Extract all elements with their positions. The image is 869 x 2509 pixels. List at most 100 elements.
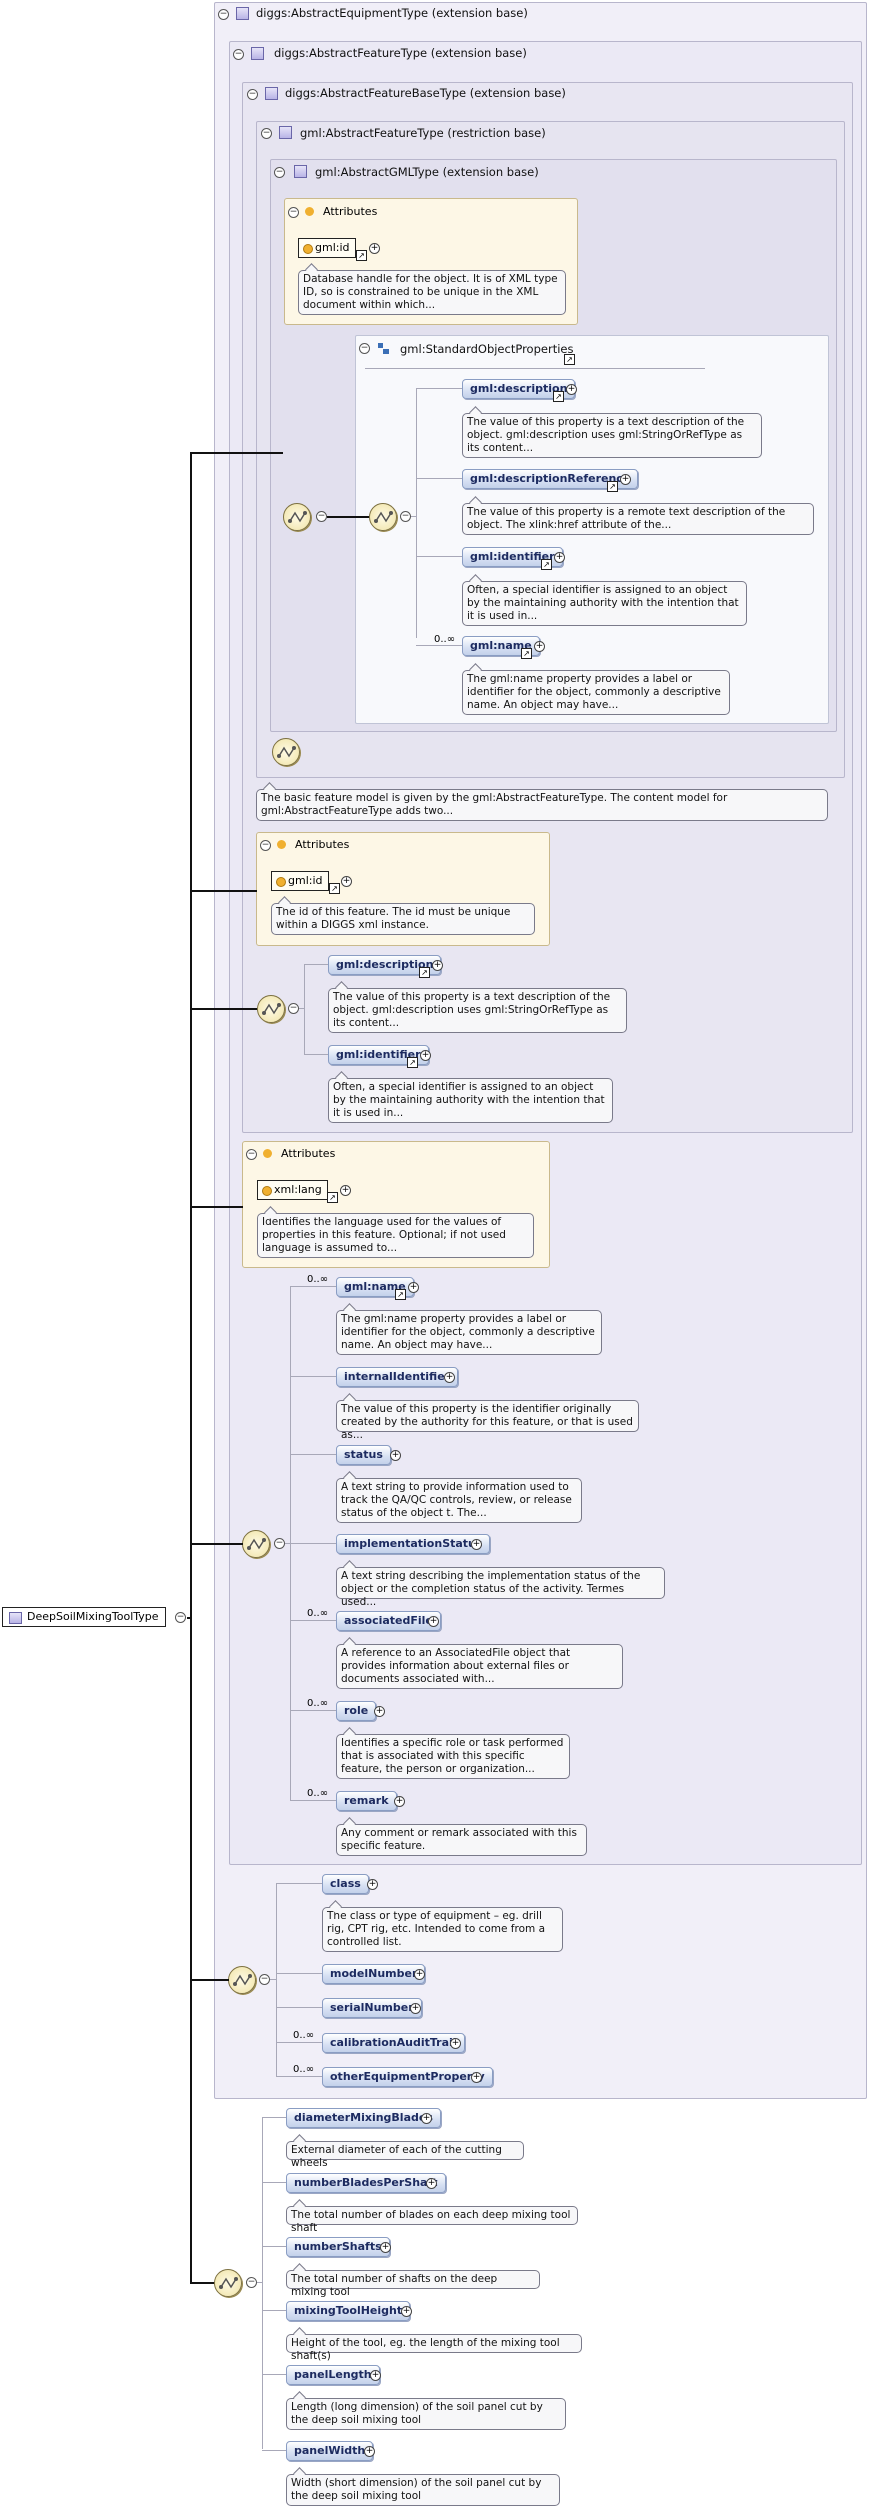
connector [262, 2450, 286, 2451]
expand-icon[interactable]: + [426, 2178, 437, 2189]
connector [187, 1617, 192, 1619]
element-modelnumber[interactable]: modelNumber [322, 1964, 426, 1984]
element-numberbladespershaft[interactable]: numberBladesPerShaft [286, 2173, 446, 2193]
expand-icon[interactable]: + [369, 243, 380, 254]
expand-icon[interactable]: + [408, 1282, 419, 1293]
collapse-toggle[interactable]: − [246, 2277, 257, 2288]
connector [262, 2374, 286, 2375]
element-gml-descriptionreference[interactable]: gml:descriptionReference [462, 469, 639, 489]
collapse-toggle[interactable]: − [259, 1974, 270, 1985]
annotation: The gml:name property provides a label o… [462, 670, 730, 715]
sequence-compositor-icon[interactable] [214, 2269, 242, 2297]
collapse-toggle-equipment[interactable]: − [218, 9, 229, 20]
expand-icon[interactable]: + [414, 1969, 425, 1980]
connector [262, 2182, 286, 2183]
sequence-compositor-icon[interactable] [242, 1530, 270, 1558]
element-associatedfile[interactable]: associatedFile [336, 1611, 441, 1631]
attribute-gml-id[interactable]: gml:id [271, 871, 329, 891]
complex-type-icon [251, 47, 264, 60]
annotation: The gml:name property provides a label o… [336, 1310, 602, 1355]
annotation: The basic feature model is given by the … [256, 789, 828, 821]
expand-icon[interactable]: + [390, 1450, 401, 1461]
collapse-toggle[interactable]: − [274, 1538, 285, 1549]
element-mixingtoolheight[interactable]: mixingToolHeight [286, 2301, 411, 2321]
connector [290, 1800, 336, 1801]
attribute-gml-id[interactable]: gml:id [298, 238, 356, 258]
element-gml-description[interactable]: gml:description [462, 379, 576, 399]
element-status[interactable]: status [336, 1445, 391, 1465]
element-gml-description[interactable]: gml:description [328, 955, 442, 975]
collapse-toggle-attributes[interactable]: − [246, 1149, 257, 1160]
expand-icon[interactable]: + [432, 960, 443, 971]
element-role[interactable]: role [336, 1701, 377, 1721]
expand-icon[interactable]: + [554, 552, 565, 563]
element-panelwidth[interactable]: panelWidth [286, 2441, 374, 2461]
element-gml-name[interactable]: gml:name [462, 636, 540, 656]
element-implementationstatus[interactable]: implementationStatus [336, 1534, 491, 1554]
sequence-compositor-icon[interactable] [257, 995, 285, 1023]
expand-icon[interactable]: + [450, 2038, 461, 2049]
element-panellength[interactable]: panelLength [286, 2365, 380, 2385]
equipment-base-title: diggs:AbstractEquipmentType (extension b… [256, 6, 528, 20]
sequence-compositor-icon[interactable] [228, 1966, 256, 1994]
element-otherequipmentproperty[interactable]: otherEquipmentProperty [322, 2067, 493, 2087]
annotation: Identifies the language used for the val… [257, 1213, 534, 1258]
root-type-deepsoilmixingtooltype[interactable]: DeepSoilMixingToolType [2, 1607, 166, 1627]
annotation: Height of the tool, eg. the length of th… [286, 2334, 582, 2362]
expand-icon[interactable]: + [370, 2370, 381, 2381]
element-gml-identifier[interactable]: gml:identifier [462, 547, 563, 567]
expand-icon[interactable]: + [367, 1879, 378, 1890]
sequence-compositor-icon[interactable] [369, 503, 397, 531]
collapse-toggle-featurebase[interactable]: − [247, 89, 258, 100]
occurrence-label: 0..∞ [307, 1608, 329, 1619]
connector [304, 964, 305, 1054]
expand-icon[interactable]: + [428, 1616, 439, 1627]
element-class[interactable]: class [322, 1874, 369, 1894]
element-internalidentifier[interactable]: internalIdentifier [336, 1367, 459, 1387]
expand-icon[interactable]: + [471, 2072, 482, 2083]
collapse-toggle-std-props[interactable]: − [359, 343, 370, 354]
reference-arrow-icon: ↗ [521, 648, 532, 659]
sequence-compositor-icon[interactable] [283, 503, 311, 531]
expand-icon[interactable]: + [364, 2446, 375, 2457]
expand-icon[interactable]: + [566, 384, 577, 395]
expand-icon[interactable]: + [401, 2306, 412, 2317]
sequence-compositor-icon[interactable] [272, 738, 300, 766]
expand-icon[interactable]: + [394, 1796, 405, 1807]
element-gml-name[interactable]: gml:name [336, 1277, 414, 1297]
element-serialnumber[interactable]: serialNumber [322, 1998, 422, 2018]
reference-arrow-icon: ↗ [395, 1289, 406, 1300]
collapse-toggle-attributes[interactable]: − [260, 840, 271, 851]
expand-icon[interactable]: + [380, 2242, 391, 2253]
expand-icon[interactable]: + [620, 474, 631, 485]
element-calibrationaudittrail[interactable]: calibrationAuditTrail [322, 2033, 465, 2053]
collapse-toggle-attributes[interactable]: − [288, 207, 299, 218]
collapse-toggle-gml-gml[interactable]: − [274, 167, 285, 178]
feature-base-title: diggs:AbstractFeatureType (extension bas… [274, 46, 527, 60]
collapse-toggle[interactable]: − [400, 511, 411, 522]
attribute-xml-lang[interactable]: xml:lang [257, 1180, 328, 1200]
element-diametermixingblades[interactable]: diameterMixingBlades [286, 2108, 441, 2128]
annotation: The value of this property is the identi… [336, 1400, 639, 1441]
collapse-toggle-feature[interactable]: − [233, 49, 244, 60]
expand-icon[interactable]: + [340, 1185, 351, 1196]
expand-icon[interactable]: + [444, 1372, 455, 1383]
connector [285, 1543, 291, 1544]
expand-icon[interactable]: + [421, 2113, 432, 2124]
expand-icon[interactable]: + [341, 876, 352, 887]
connector [191, 1979, 229, 1981]
attributes-icon [277, 840, 286, 849]
connector [276, 2007, 322, 2008]
collapse-toggle-gml-feature[interactable]: − [261, 128, 272, 139]
expand-icon[interactable]: + [374, 1706, 385, 1717]
expand-icon[interactable]: + [534, 641, 545, 652]
element-numbershafts[interactable]: numberShafts [286, 2237, 390, 2257]
collapse-toggle[interactable]: − [288, 1003, 299, 1014]
expand-icon[interactable]: + [471, 1539, 482, 1550]
collapse-toggle-root[interactable]: − [175, 1612, 186, 1623]
expand-icon[interactable]: + [420, 1050, 431, 1061]
collapse-toggle[interactable]: − [316, 511, 327, 522]
expand-icon[interactable]: + [410, 2003, 421, 2014]
connector [276, 1883, 277, 2077]
element-remark[interactable]: remark [336, 1791, 397, 1811]
